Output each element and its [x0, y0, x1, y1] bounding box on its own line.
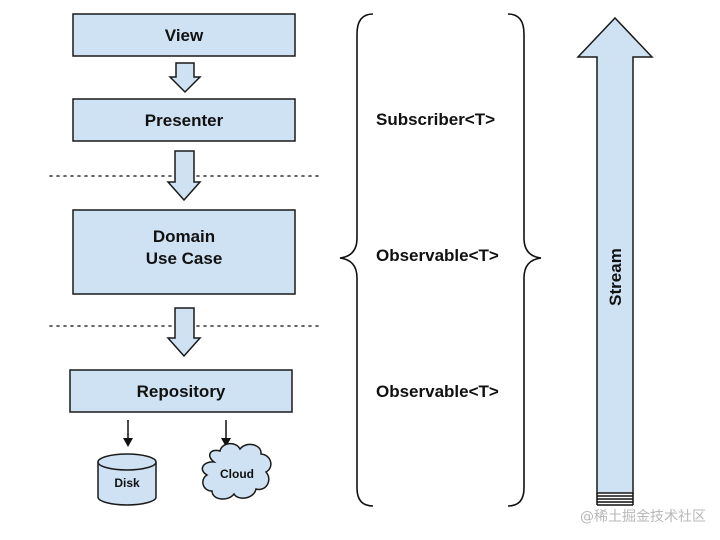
down-arrow-icon [168, 62, 202, 94]
cloud-label: Cloud [220, 467, 254, 481]
domain-label: Domain [153, 227, 215, 246]
cloud-arrow-icon [221, 420, 231, 447]
presenter-box [72, 98, 296, 142]
repository-box [69, 369, 293, 413]
disk-label: Disk [114, 476, 140, 490]
presenter-layer: Presenter [72, 98, 296, 142]
down-arrow-icon [166, 307, 202, 358]
down-arrow-icon [166, 150, 202, 202]
view-layer: View [72, 13, 296, 57]
view-label: View [165, 26, 204, 45]
use-case-label: Use Case [146, 249, 223, 268]
stream-label: Stream [606, 248, 625, 306]
cloud-icon: Cloud [201, 442, 272, 500]
stream-arrow: Stream [576, 16, 654, 506]
right-brace [507, 13, 542, 507]
repository-layer: Repository [69, 369, 293, 413]
observable-type-label: Observable<T> [376, 382, 499, 401]
disk-icon: Disk [97, 453, 157, 506]
watermark: @稀土掘金技术社区 [580, 509, 706, 525]
repository-label: Repository [137, 382, 226, 401]
left-brace [339, 13, 374, 507]
presenter-label: Presenter [145, 111, 224, 130]
view-box [72, 13, 296, 57]
disk-arrow-icon [123, 420, 133, 447]
up-arrow-icon [576, 16, 654, 494]
domain-layer: Domain Use Case [72, 209, 296, 295]
subscriber-type-label: Subscriber<T> [376, 110, 495, 129]
observable-type-label: Observable<T> [376, 246, 499, 265]
domain-box [72, 209, 296, 295]
